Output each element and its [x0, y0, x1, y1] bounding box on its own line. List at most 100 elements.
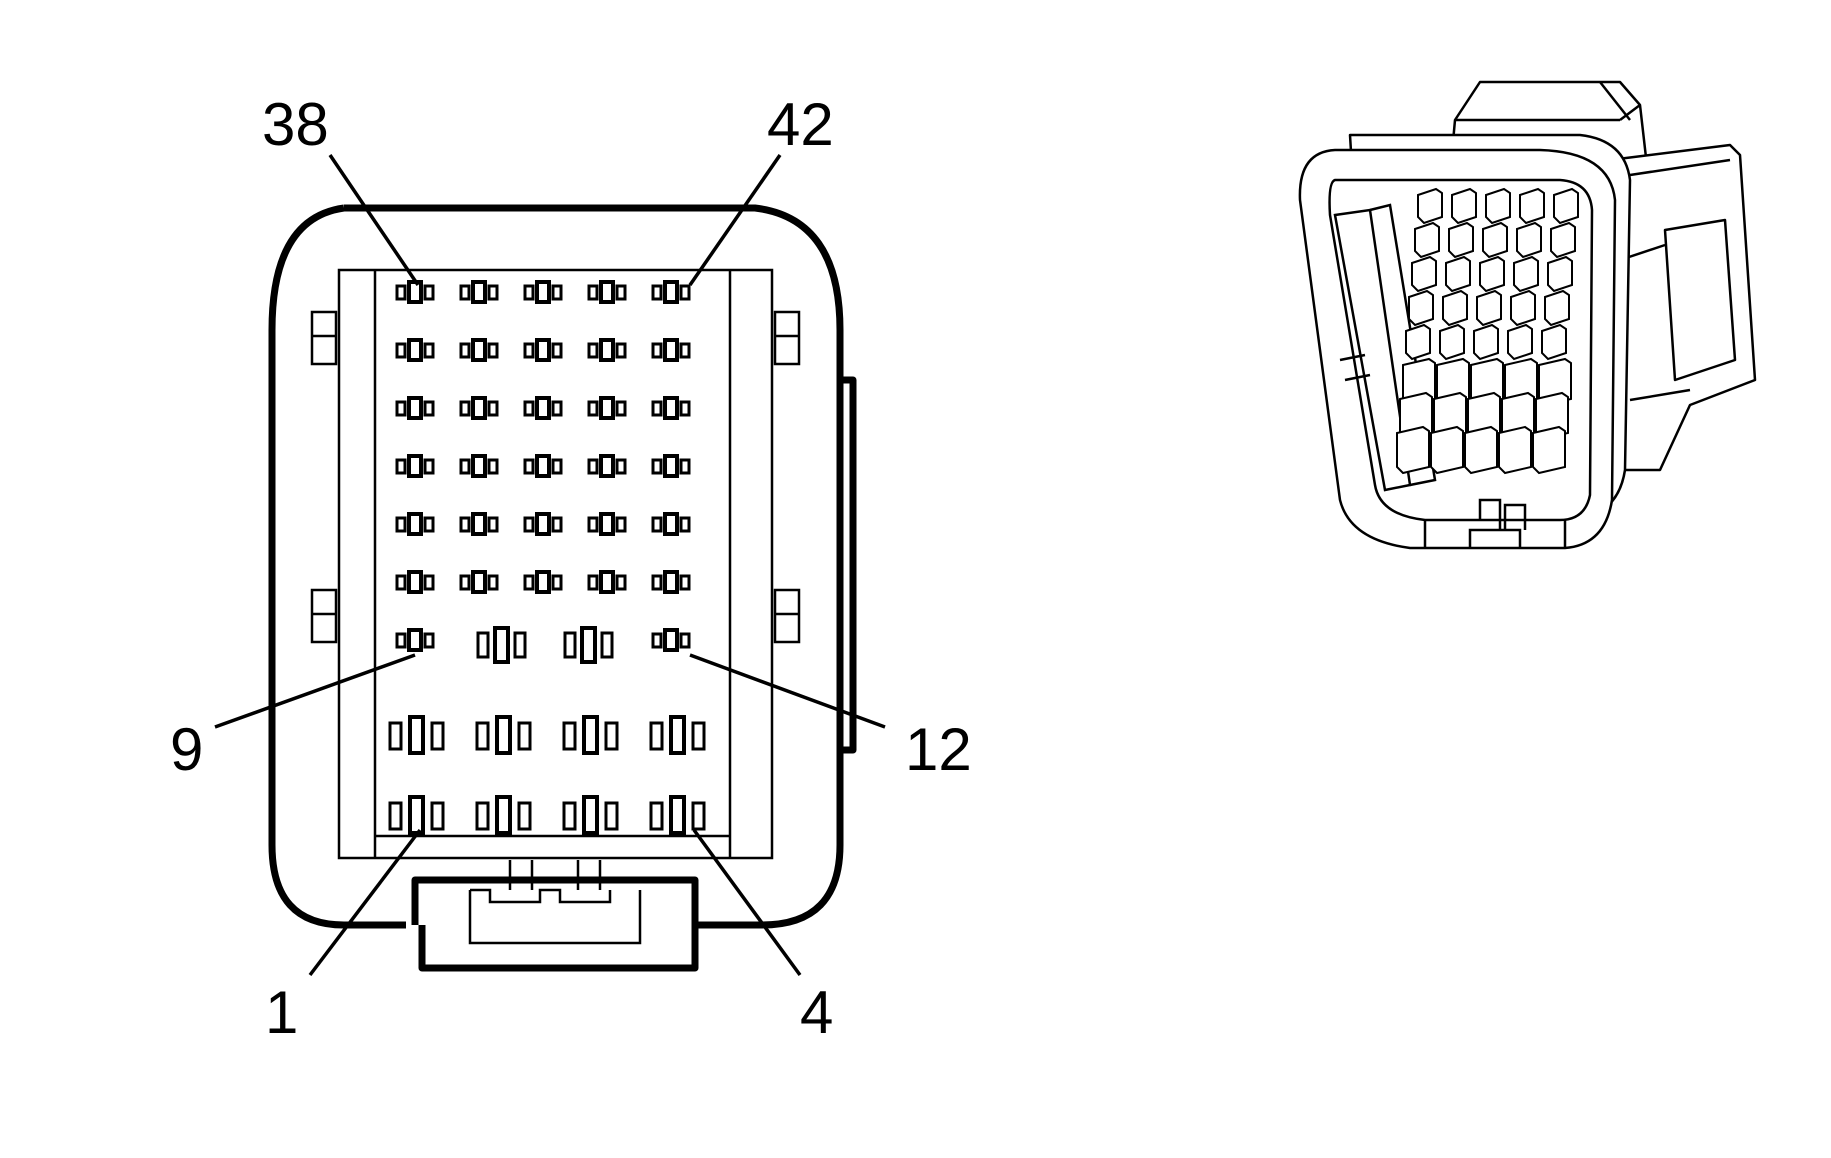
perspective-terminal — [1408, 289, 1434, 327]
terminal-large — [599, 454, 615, 478]
terminal-small — [679, 632, 691, 649]
terminal-small — [487, 342, 499, 359]
terminal-large — [663, 454, 679, 478]
perspective-terminal — [1513, 255, 1539, 293]
connector-face-view — [268, 204, 857, 972]
terminal-large — [407, 338, 423, 362]
perspective-terminal — [1532, 425, 1566, 475]
perspective-terminal — [1507, 323, 1533, 361]
terminal-small — [651, 632, 663, 649]
terminal-large — [471, 396, 487, 420]
latch-inner — [468, 890, 642, 945]
terminal-small — [551, 342, 563, 359]
perspective-terminal — [1411, 255, 1437, 293]
perspective-terminal — [1442, 289, 1468, 327]
terminal-medium — [388, 721, 403, 751]
terminal-small — [615, 516, 627, 533]
terminal-small — [615, 400, 627, 417]
terminal-small — [487, 574, 499, 591]
terminal-medium — [562, 721, 577, 751]
bottom-latch — [411, 876, 699, 972]
perspective-terminal — [1479, 255, 1505, 293]
terminal-medium — [604, 721, 619, 751]
terminal-large — [535, 512, 551, 536]
terminal-medium — [649, 721, 664, 751]
leader-12 — [689, 653, 886, 729]
terminal-small — [551, 458, 563, 475]
terminal-small — [587, 458, 599, 475]
terminal-small — [587, 284, 599, 301]
perspective-terminal — [1476, 289, 1502, 327]
terminal-small — [587, 574, 599, 591]
pin-label-9: 9 — [170, 716, 203, 783]
terminal-small — [651, 516, 663, 533]
terminal-large — [471, 338, 487, 362]
terminal-large — [471, 512, 487, 536]
terminal-small — [615, 574, 627, 591]
terminal-small — [523, 516, 535, 533]
pin-leaders — [214, 154, 886, 977]
latch-center-tabs — [470, 860, 612, 904]
perspective-terminal — [1510, 289, 1536, 327]
perspective-terminal — [1445, 255, 1471, 293]
terminal-small — [423, 516, 435, 533]
terminal-tall — [669, 795, 686, 835]
perspective-terminal — [1396, 425, 1430, 475]
perspective-terminal — [1516, 221, 1542, 259]
terminal-tall — [582, 715, 599, 755]
perspective-terminal — [1464, 425, 1498, 475]
connector-perspective-view — [1298, 80, 1757, 550]
terminal-small — [679, 516, 691, 533]
perspective-terminal — [1541, 323, 1567, 361]
terminal-large — [535, 570, 551, 594]
terminal-small — [395, 284, 407, 301]
terminal-small — [423, 400, 435, 417]
terminal-large — [535, 396, 551, 420]
perspective-terminal — [1430, 425, 1464, 475]
terminal-medium — [649, 801, 664, 831]
terminal-medium — [475, 721, 490, 751]
terminal-large — [599, 396, 615, 420]
terminal-small — [523, 342, 535, 359]
terminal-small — [679, 284, 691, 301]
terminal-medium — [476, 631, 490, 659]
terminal-small — [587, 400, 599, 417]
perspective-terminal — [1544, 289, 1570, 327]
terminal-large — [599, 570, 615, 594]
terminal-small — [395, 342, 407, 359]
terminal-small — [651, 400, 663, 417]
terminal-large — [407, 628, 423, 652]
perspective-terminal — [1547, 255, 1573, 293]
pin-label-12: 12 — [905, 716, 972, 783]
terminal-small — [487, 284, 499, 301]
terminal-small — [651, 342, 663, 359]
terminal-small — [651, 458, 663, 475]
terminal-large — [535, 280, 551, 304]
terminal-large — [535, 454, 551, 478]
pin-label-42: 42 — [767, 91, 834, 158]
terminal-small — [423, 342, 435, 359]
perspective-terminal — [1405, 323, 1431, 361]
terminal-small — [423, 574, 435, 591]
leader-1 — [308, 828, 422, 977]
terminal-small — [395, 574, 407, 591]
terminal-small — [395, 516, 407, 533]
terminal-medium — [388, 801, 403, 831]
terminal-small — [523, 574, 535, 591]
terminal-large — [407, 280, 423, 304]
terminal-small — [487, 516, 499, 533]
terminal-large — [471, 280, 487, 304]
terminal-medium — [517, 801, 532, 831]
terminal-tall — [495, 715, 512, 755]
terminal-large — [407, 454, 423, 478]
terminal-tall — [493, 626, 510, 664]
terminal-small — [487, 458, 499, 475]
leader-4 — [692, 828, 802, 977]
side-clips — [310, 310, 801, 644]
terminal-small — [551, 284, 563, 301]
terminal-small — [679, 458, 691, 475]
terminal-tall — [582, 795, 599, 835]
terminal-large — [599, 280, 615, 304]
perspective-terminal — [1451, 187, 1477, 225]
terminal-large — [663, 570, 679, 594]
